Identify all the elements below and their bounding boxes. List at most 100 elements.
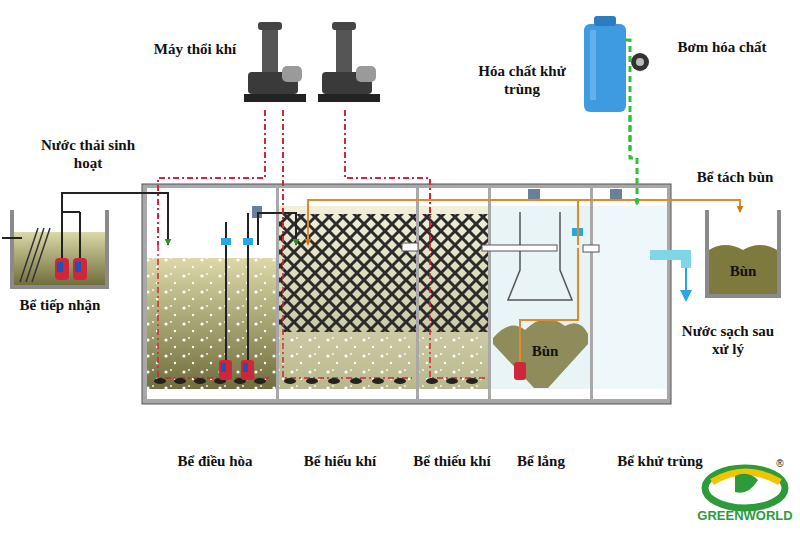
- settling-tank: BùnBể lắng: [491, 245, 590, 389]
- disinfection-tank: [402, 206, 667, 389]
- tank-label: Hóa chất khử trùng: [476, 62, 568, 98]
- receiving-tank: Bể tiếp nhận: [14, 212, 105, 285]
- chemical-tank-group: Hóa chất khử trùng: [470, 20, 630, 115]
- receiving-tank-part: [79, 212, 81, 262]
- air-blowers-part-part: [356, 66, 376, 82]
- pipe-connector: [62, 193, 168, 245]
- air-blowers-part-part: [336, 30, 352, 78]
- main-tank-part: [593, 188, 667, 399]
- tank-label: Bể hiếu khí: [304, 452, 377, 470]
- receiving-tank: [2, 210, 109, 289]
- air-diffusers-part-part: [394, 378, 406, 384]
- transfer-pumps-part: [243, 363, 248, 372]
- disinfection-tank: Bể khử trùng: [593, 205, 667, 389]
- outlet-pipe: [650, 255, 692, 302]
- brand-name: GREENWORLD: [697, 508, 792, 524]
- receiving-tank-part: [10, 210, 109, 289]
- receiving-tank-part: [75, 262, 81, 272]
- tank-label: Bể điều hòa: [177, 452, 252, 470]
- disinfection-tank-part: [583, 245, 599, 252]
- air-blowers-part-part: [244, 94, 306, 102]
- air-diffusers-part-part: [426, 378, 438, 384]
- transfer-pumps-part: [226, 213, 248, 372]
- air-blowers-part-part: [318, 94, 380, 102]
- air-diffusers-part-part: [174, 378, 186, 384]
- tank-label: Bể tách bùn: [697, 168, 774, 186]
- disinfection-tank-part: [402, 243, 418, 251]
- chemical-pump: [626, 40, 649, 150]
- receiving-tank-part: [73, 258, 87, 280]
- sludge-tank-part: [709, 210, 777, 294]
- chemical-tank-part: [594, 16, 616, 26]
- air-diffusers-part: [158, 245, 272, 378]
- sludge-tank: [705, 210, 781, 298]
- settling-tank-part: [514, 362, 526, 380]
- air-diffusers-part-part: [466, 378, 478, 384]
- air-diffusers-part-part: [284, 378, 296, 384]
- outlet-pipe-part: [680, 290, 692, 302]
- air-diffusers: [154, 245, 486, 384]
- air-diffusers-part-part: [350, 378, 362, 384]
- tank-label: Bể thiếu khí: [413, 452, 491, 470]
- air-blowers-part-part: [258, 22, 282, 30]
- pipe-connector: [345, 110, 430, 245]
- air-diffusers-part-part: [194, 378, 206, 384]
- tank-label: Bể tiếp nhận: [20, 296, 101, 314]
- air-blowers-part-part: [332, 22, 356, 30]
- pipe-connector: [578, 200, 740, 245]
- equalization-water-part: [147, 258, 276, 389]
- chemical-tank-part: [590, 30, 596, 100]
- tank-label: Máy thổi khí: [154, 40, 237, 58]
- air-blowers-part: [244, 22, 306, 102]
- receiving-tank-part: [61, 212, 63, 262]
- settling-tank: [482, 206, 590, 389]
- logo-mark-part: [735, 474, 758, 493]
- main-tank-part: [419, 188, 488, 399]
- transfer-pumps-part: [221, 238, 231, 245]
- air-diffusers-part-part: [154, 378, 166, 384]
- sludge-tank-part: [709, 245, 777, 294]
- receiving-tank-part: [57, 262, 63, 272]
- settling-tank-part: [520, 248, 578, 362]
- registered-mark: ®: [776, 457, 783, 470]
- aerobic-media-part: [279, 332, 416, 389]
- transfer-pumps-part: [219, 360, 232, 380]
- receiving-tank-part: [62, 211, 80, 213]
- air-diffusers-part: [283, 245, 412, 378]
- air-diffusers-part-part: [328, 378, 340, 384]
- logo-mark: [705, 468, 785, 508]
- air-blowers-part-part: [262, 30, 278, 78]
- sludge-tank: Bể tách bùnBùn: [709, 212, 777, 294]
- aerobic-tank: Bể hiếu khí: [279, 245, 416, 389]
- inflow-label: Nước thải sinh hoạt: [36, 136, 140, 172]
- main-tank-part: [491, 188, 590, 399]
- main-tank-part: [142, 184, 671, 404]
- tank-label: Bùn: [532, 342, 559, 360]
- air-blowers-part-part: [282, 66, 302, 82]
- chemical-tank-part: [584, 24, 626, 112]
- transfer-pumps-part: [241, 360, 254, 380]
- main-tank-part: [147, 188, 276, 399]
- air-blowers-part: [318, 22, 380, 102]
- outflow-label: Nước sạch sau xử lý: [672, 322, 784, 358]
- chemical-pump-part: [626, 40, 630, 150]
- chemical-tank: [584, 16, 626, 112]
- pump-label: Bơm hóa chất: [677, 38, 766, 56]
- settling-tank-part: [508, 212, 572, 300]
- main-tank: [142, 184, 671, 404]
- logo-mark-part: [705, 468, 785, 508]
- tank-sublabel: Bùn: [730, 262, 757, 280]
- anoxic-tank: Bể thiếu khí: [419, 245, 488, 389]
- receiving-tank-part: [2, 237, 22, 239]
- equalization-water-part: [147, 258, 276, 389]
- outlet-pipe-part: [685, 268, 687, 292]
- anoxic-media-part: [419, 206, 488, 389]
- equalization-tank: Bể điều hòa: [147, 245, 276, 389]
- receiving-tank-part: [55, 258, 69, 280]
- anoxic-media: [419, 206, 488, 389]
- aerobic-media-part: [279, 206, 416, 389]
- aerobic-media-part: [279, 214, 416, 332]
- receiving-tank-part: [14, 210, 105, 285]
- pipe-connector: [258, 213, 296, 245]
- air-diffusers-part: [154, 378, 478, 384]
